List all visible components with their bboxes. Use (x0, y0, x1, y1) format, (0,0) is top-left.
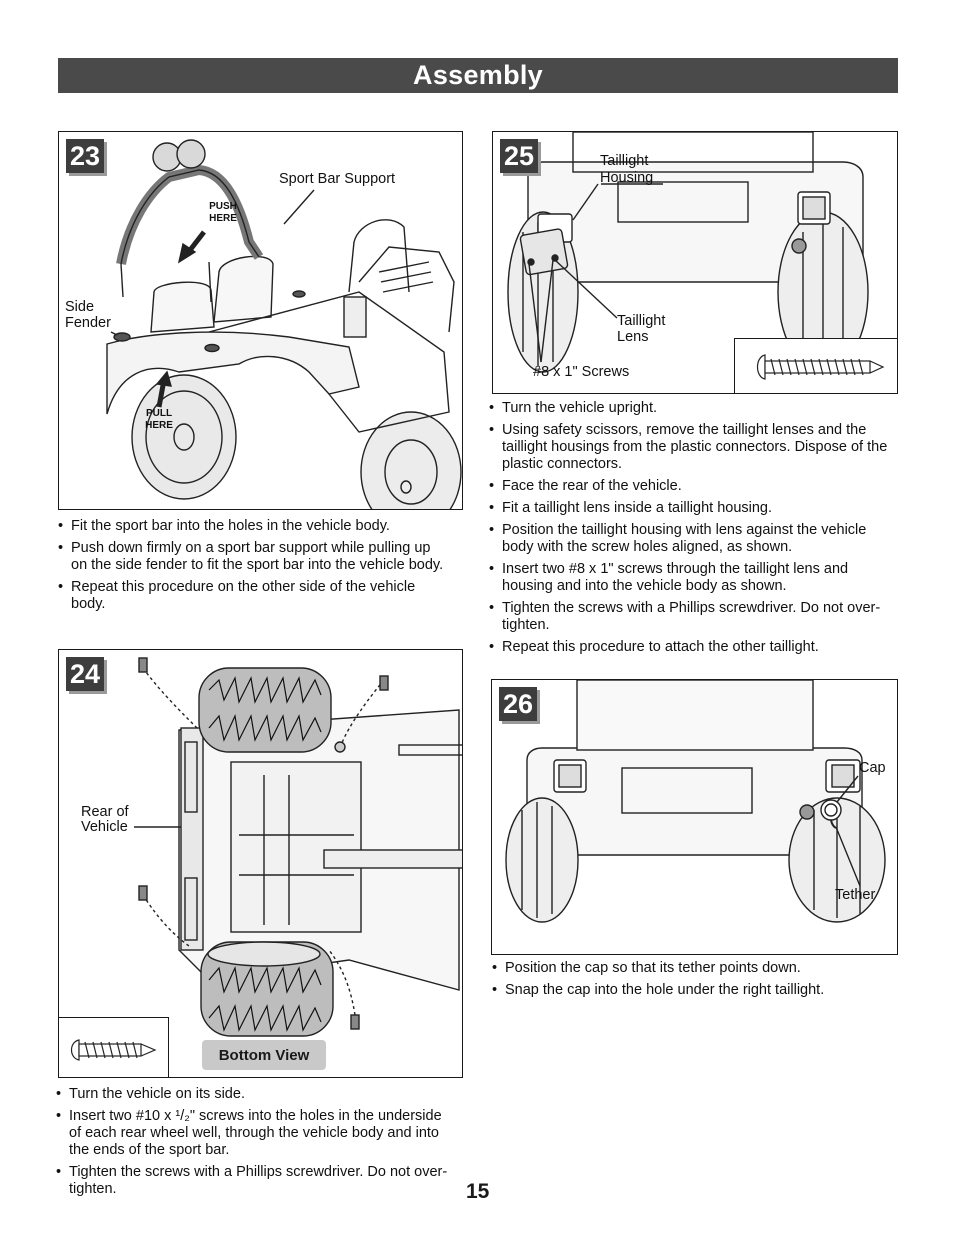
screw-icon (756, 354, 885, 380)
step-25-instructions: Turn the vehicle upright. Using safety s… (489, 400, 901, 661)
step-23-illustration (106, 139, 462, 509)
instruction-item: Insert two #10 x ¹/₂" screws into the ho… (56, 1108, 450, 1159)
step-24-panel: 24 Rear of Vehicle Bottom View (58, 649, 463, 1078)
taillight-lens-label-line1: Taillight (617, 313, 666, 329)
instruction-item: Insert two #8 x 1" screws through the ta… (489, 561, 901, 595)
instruction-item: Repeat this procedure to attach the othe… (489, 639, 901, 656)
rear-of-vehicle-label-line2: Vehicle (81, 819, 128, 835)
step-26-instructions: Position the cap so that its tether poin… (492, 960, 897, 1004)
pull-here-label-line1: PULL (145, 408, 173, 419)
step-24-illustration (134, 657, 462, 1037)
instruction-item: Push down firmly on a sport bar support … (58, 540, 450, 574)
taillight-lens-label-line2: Lens (617, 329, 649, 345)
page-number: 15 (466, 1180, 490, 1203)
screw-inset (734, 338, 897, 393)
step-23-panel: 23 Sport Bar Support Side Fender PUSH HE… (58, 131, 463, 510)
sport-bar-support-label: Sport Bar Support (279, 171, 396, 187)
instruction-item: Repeat this procedure on the other side … (58, 579, 450, 613)
step-number-badge: 25 (500, 139, 538, 173)
instruction-item: Position the taillight housing with lens… (489, 522, 901, 556)
cap-label: Cap (859, 760, 886, 776)
page-header: Assembly (58, 58, 898, 93)
screws-label: #8 x 1" Screws (533, 364, 630, 380)
instruction-item: Face the rear of the vehicle. (489, 478, 901, 495)
bottom-view-label: Bottom View (202, 1040, 326, 1070)
pull-here-label-line2: HERE (145, 420, 173, 431)
taillight-housing-label-line2: Housing (600, 170, 654, 186)
step-26-illustration (505, 680, 886, 923)
step-number-badge: 24 (66, 657, 104, 691)
step-26-panel: 26 Cap Tether (491, 679, 898, 955)
step-25-illustration (507, 132, 869, 373)
screw-icon (70, 1039, 157, 1061)
rear-of-vehicle-label-line1: Rear of (81, 804, 129, 820)
instruction-item: Turn the vehicle upright. (489, 400, 901, 417)
step-number-badge: 23 (66, 139, 104, 173)
screw-inset (59, 1017, 169, 1077)
instruction-item: Fit a taillight lens inside a taillight … (489, 500, 901, 517)
instruction-item: Turn the vehicle on its side. (56, 1086, 450, 1103)
instruction-item: Tighten the screws with a Phillips screw… (56, 1164, 450, 1198)
instruction-item: Snap the cap into the hole under the rig… (492, 982, 897, 999)
push-here-label-line1: PUSH (209, 201, 237, 212)
taillight-housing-label-line1: Taillight (600, 153, 649, 169)
tether-label: Tether (835, 887, 876, 903)
page-title: Assembly (413, 60, 543, 90)
step-23-instructions: Fit the sport bar into the holes in the … (58, 518, 450, 618)
step-number-badge: 26 (499, 687, 537, 721)
instruction-item: Position the cap so that its tether poin… (492, 960, 897, 977)
step-25-panel: 25 Taillight Housing Taillight Lens #8 x… (492, 131, 898, 394)
instruction-item: Fit the sport bar into the holes in the … (58, 518, 450, 535)
side-fender-label-line2: Fender (65, 315, 111, 331)
instruction-item: Using safety scissors, remove the tailli… (489, 422, 901, 473)
instruction-item: Tighten the screws with a Phillips screw… (489, 600, 901, 634)
push-here-label-line2: HERE (209, 213, 237, 224)
step-24-instructions: Turn the vehicle on its side. Insert two… (56, 1086, 450, 1203)
side-fender-label-line1: Side (65, 299, 95, 315)
